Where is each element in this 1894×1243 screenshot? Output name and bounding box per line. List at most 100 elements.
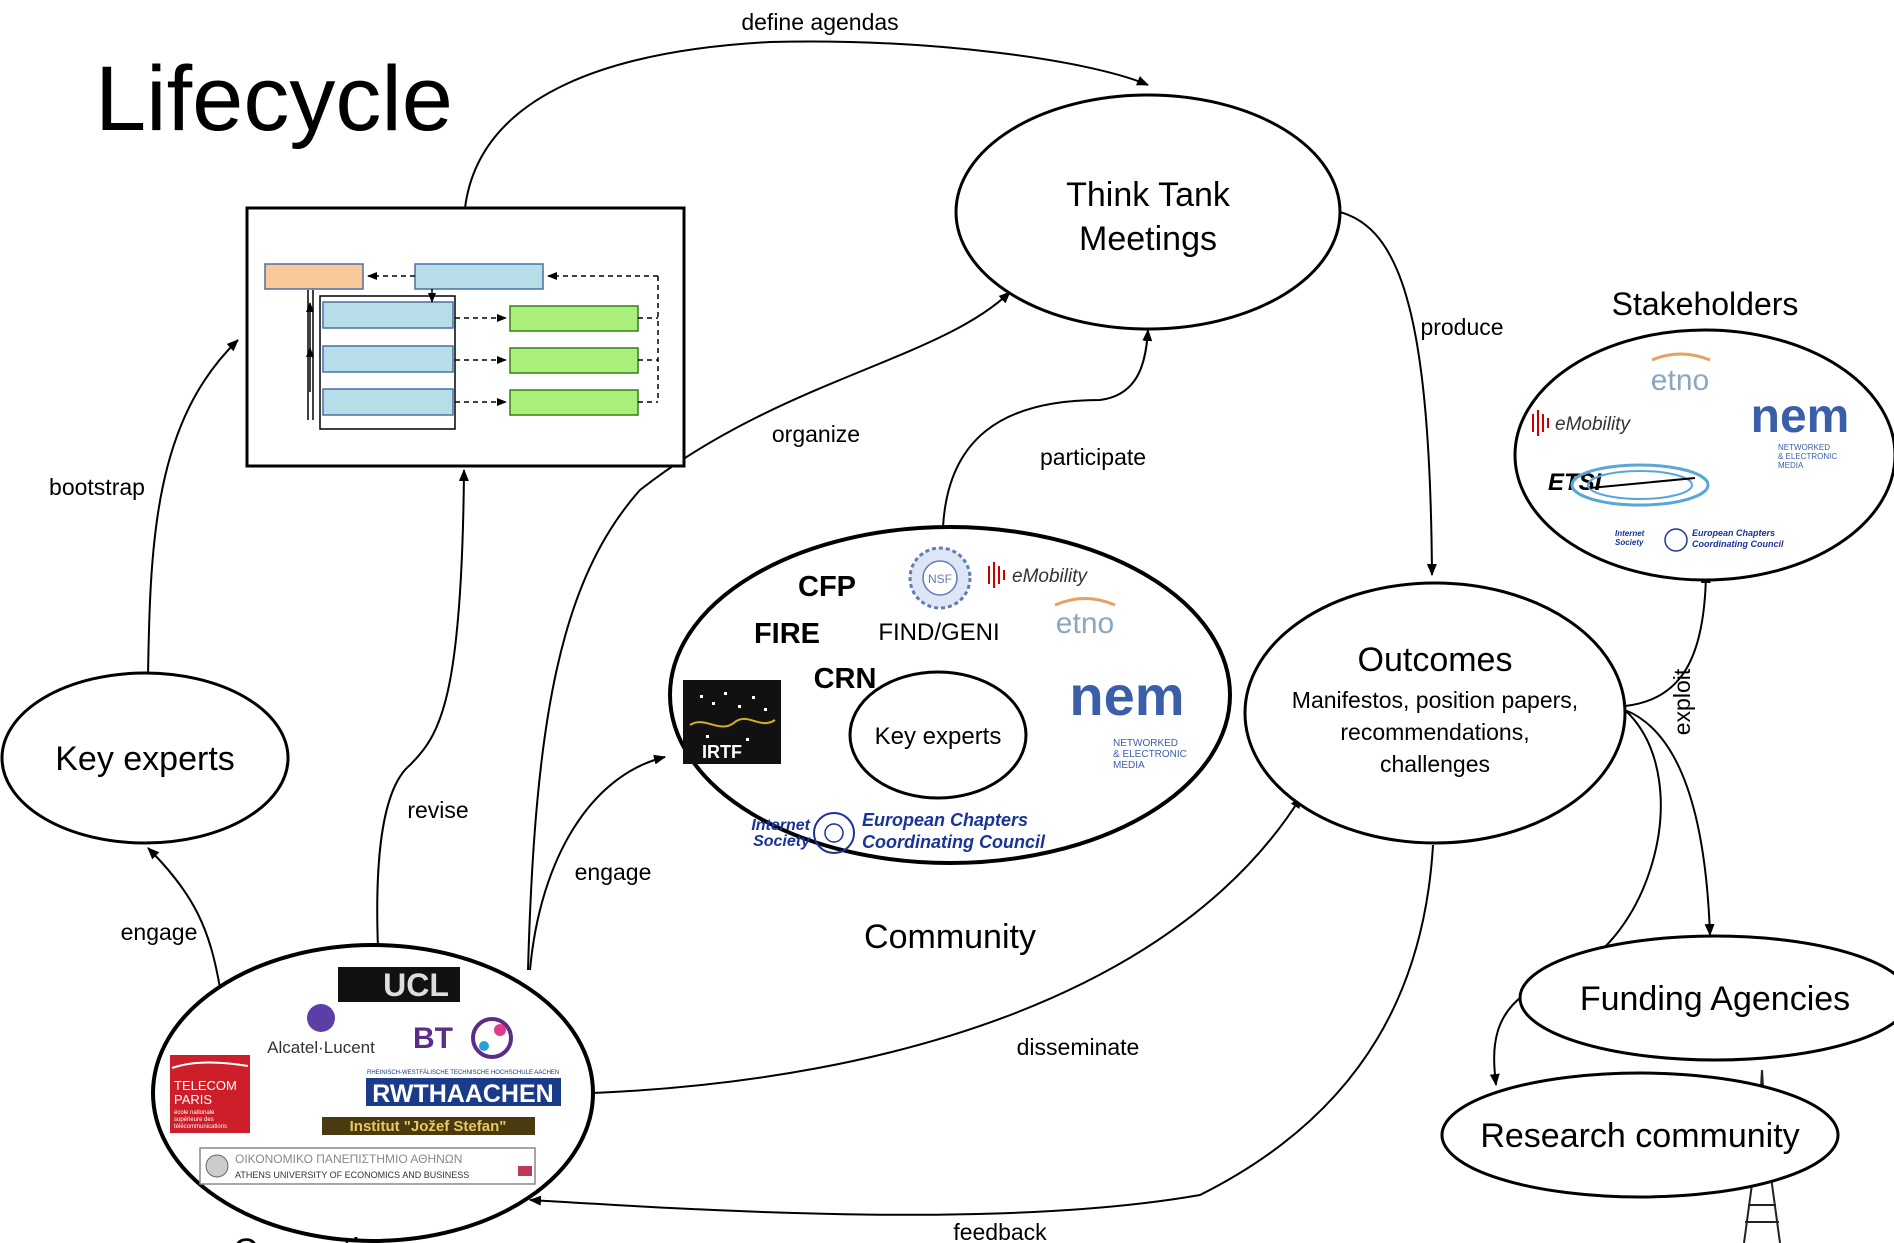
isoc-eccc-logo: Internet Society European Chapters Coord…	[1615, 528, 1784, 552]
svg-text:nem: nem	[1751, 390, 1850, 443]
label-bootstrap: bootstrap	[49, 474, 145, 500]
svg-text:école nationale: école nationale	[174, 1110, 215, 1116]
edge-disseminate	[592, 796, 1302, 1094]
svg-text:nem: nem	[1069, 664, 1184, 727]
label-produce: produce	[1420, 314, 1503, 340]
svg-text:PARIS: PARIS	[174, 1092, 212, 1107]
telecom-paris-logo: TELECOM PARIS école nationale supérieure…	[170, 1055, 250, 1133]
svg-text:eMobility: eMobility	[1555, 414, 1631, 435]
svg-text:télécommunications: télécommunications	[174, 1124, 227, 1130]
svg-text:ATHENS UNIVERSITY OF ECONOMICS: ATHENS UNIVERSITY OF ECONOMICS AND BUSIN…	[235, 1170, 469, 1180]
stakeholders-node: Stakeholders etno eMobility nem NETWORKE…	[1513, 286, 1894, 582]
svg-text:& ELECTRONIC: & ELECTRONIC	[1778, 452, 1837, 461]
svg-text:& ELECTRONIC: & ELECTRONIC	[1113, 749, 1187, 760]
orange-box	[264, 263, 364, 290]
inner-key-experts-ellipse	[848, 670, 1028, 800]
irtf-logo: IRTF	[683, 680, 781, 764]
consortium-label: Consortium	[233, 1232, 407, 1243]
community-label: Community	[864, 918, 1036, 956]
svg-text:TELECOM: TELECOM	[174, 1078, 237, 1093]
label-disseminate: disseminate	[1017, 1034, 1140, 1060]
svg-text:MEDIA: MEDIA	[1778, 461, 1804, 470]
edge-revise	[376, 469, 469, 949]
edge-participate	[942, 329, 1153, 528]
outcomes-line3: challenges	[1380, 751, 1490, 777]
aueb-logo: ΟΙΚΟΝΟΜΙΚΟ ΠΑΝΕΠΙΣΤΗΜΙΟ ΑΘΗΝΩΝ ATHENS UN…	[199, 1147, 536, 1185]
green-box	[509, 347, 639, 374]
etno-logo: etno	[1651, 364, 1709, 397]
think-tank-line1: Think Tank	[1066, 176, 1231, 214]
label-organize: organize	[772, 421, 860, 447]
svg-text:Coordinating Council: Coordinating Council	[862, 832, 1046, 852]
page-title: Lifecycle	[95, 48, 453, 150]
edge-bootstrap	[147, 339, 239, 679]
outcomes-title: Outcomes	[1358, 641, 1513, 679]
rwth-aachen-logo: RHEINISCH-WESTFÄLISCHE TECHNISCHE HOCHSC…	[366, 1069, 561, 1108]
workflow-thumbnail	[245, 206, 686, 468]
svg-text:Society: Society	[753, 833, 811, 850]
svg-text:etno: etno	[1056, 607, 1114, 640]
research-node: Research community	[1440, 1071, 1840, 1199]
green-box	[509, 389, 639, 416]
svg-text:Alcatel·Lucent: Alcatel·Lucent	[267, 1038, 375, 1057]
svg-text:UCL: UCL	[383, 967, 449, 1003]
community-node: Community CFP FIRE CRN NSF FIND/GENI eMo…	[668, 525, 1232, 956]
edge-labels: define agendas produce organize particip…	[49, 9, 1695, 1243]
svg-text:NSF: NSF	[928, 572, 952, 586]
isoc-eccc-logo: Internet Society European Chapters Coord…	[751, 810, 1046, 854]
blue-box	[414, 263, 544, 290]
outcomes-line1: Manifestos, position papers,	[1292, 687, 1578, 713]
svg-text:Society: Society	[1615, 538, 1644, 547]
svg-text:ΟΙΚΟΝΟΜΙΚΟ ΠΑΝΕΠΙΣΤΗΜΙΟ ΑΘΗΝΩΝ: ΟΙΚΟΝΟΜΙΚΟ ΠΑΝΕΠΙΣΤΗΜΙΟ ΑΘΗΝΩΝ	[235, 1152, 462, 1166]
think-tank-line2: Meetings	[1079, 220, 1217, 258]
label-exploit: exploit	[1669, 668, 1695, 735]
fire-label: FIRE	[754, 618, 820, 650]
edge-organize	[527, 291, 1011, 971]
research-label: Research community	[1480, 1117, 1799, 1155]
svg-text:European Chapters: European Chapters	[862, 810, 1028, 830]
blue-box	[322, 301, 454, 329]
blue-box	[322, 388, 454, 416]
inner-key-experts-label: Key experts	[875, 723, 1002, 750]
etsi-logo: ETSI	[1548, 463, 1710, 507]
find-geni-label: FIND/GENI	[878, 619, 999, 646]
alcatel-lucent-logo: Alcatel·Lucent	[267, 1004, 375, 1057]
think-tank-node: Think Tank Meetings	[954, 93, 1342, 331]
edge-produce	[1329, 209, 1437, 576]
nem-logo: nem NETWORKED & ELECTRONIC MEDIA	[1751, 390, 1850, 470]
svg-text:BT: BT	[413, 1022, 453, 1055]
stakeholders-label: Stakeholders	[1612, 286, 1799, 322]
crn-label: CRN	[814, 663, 877, 695]
key-experts-node: Key experts	[0, 671, 290, 845]
emobility-logo: eMobility	[988, 562, 1088, 588]
funding-label: Funding Agencies	[1580, 980, 1850, 1018]
svg-text:eMobility: eMobility	[1012, 566, 1088, 587]
key-experts-label: Key experts	[55, 740, 235, 778]
edge-exploit-stakeholders	[1624, 571, 1711, 707]
svg-text:supérieure des: supérieure des	[174, 1117, 214, 1123]
svg-text:European Chapters: European Chapters	[1692, 528, 1775, 538]
edge-feedback	[529, 844, 1434, 1216]
edge-engage-community	[529, 754, 666, 971]
svg-text:NETWORKED: NETWORKED	[1113, 738, 1178, 749]
svg-text:Coordinating Council: Coordinating Council	[1692, 539, 1784, 549]
edge-exploit-funding	[1624, 709, 1715, 936]
consortium-node: UCL Alcatel·Lucent BT TELECOM PARIS écol…	[151, 943, 595, 1243]
cfp-label: CFP	[798, 571, 856, 603]
nsf-logo: NSF	[908, 546, 972, 610]
edge-engage-experts	[147, 847, 221, 989]
edge-define-agendas	[464, 40, 1149, 209]
label-participate: participate	[1040, 444, 1146, 470]
outcomes-node: Outcomes Manifestos, position papers, re…	[1243, 581, 1627, 845]
outcomes-line2: recommendations,	[1340, 719, 1529, 745]
funding-node: Funding Agencies	[1518, 934, 1894, 1062]
svg-text:RHEINISCH-WESTFÄLISCHE TECHNIS: RHEINISCH-WESTFÄLISCHE TECHNISCHE HOCHSC…	[367, 1069, 559, 1076]
label-feedback: feedback	[953, 1219, 1047, 1243]
svg-text:NETWORKED: NETWORKED	[1778, 443, 1830, 452]
etno-logo: etno	[1054, 597, 1116, 640]
green-box	[509, 305, 639, 332]
svg-text:Institut "Jožef Stefan": Institut "Jožef Stefan"	[350, 1118, 507, 1135]
bt-logo: BT	[413, 1017, 513, 1059]
label-engage-experts: engage	[121, 919, 198, 945]
